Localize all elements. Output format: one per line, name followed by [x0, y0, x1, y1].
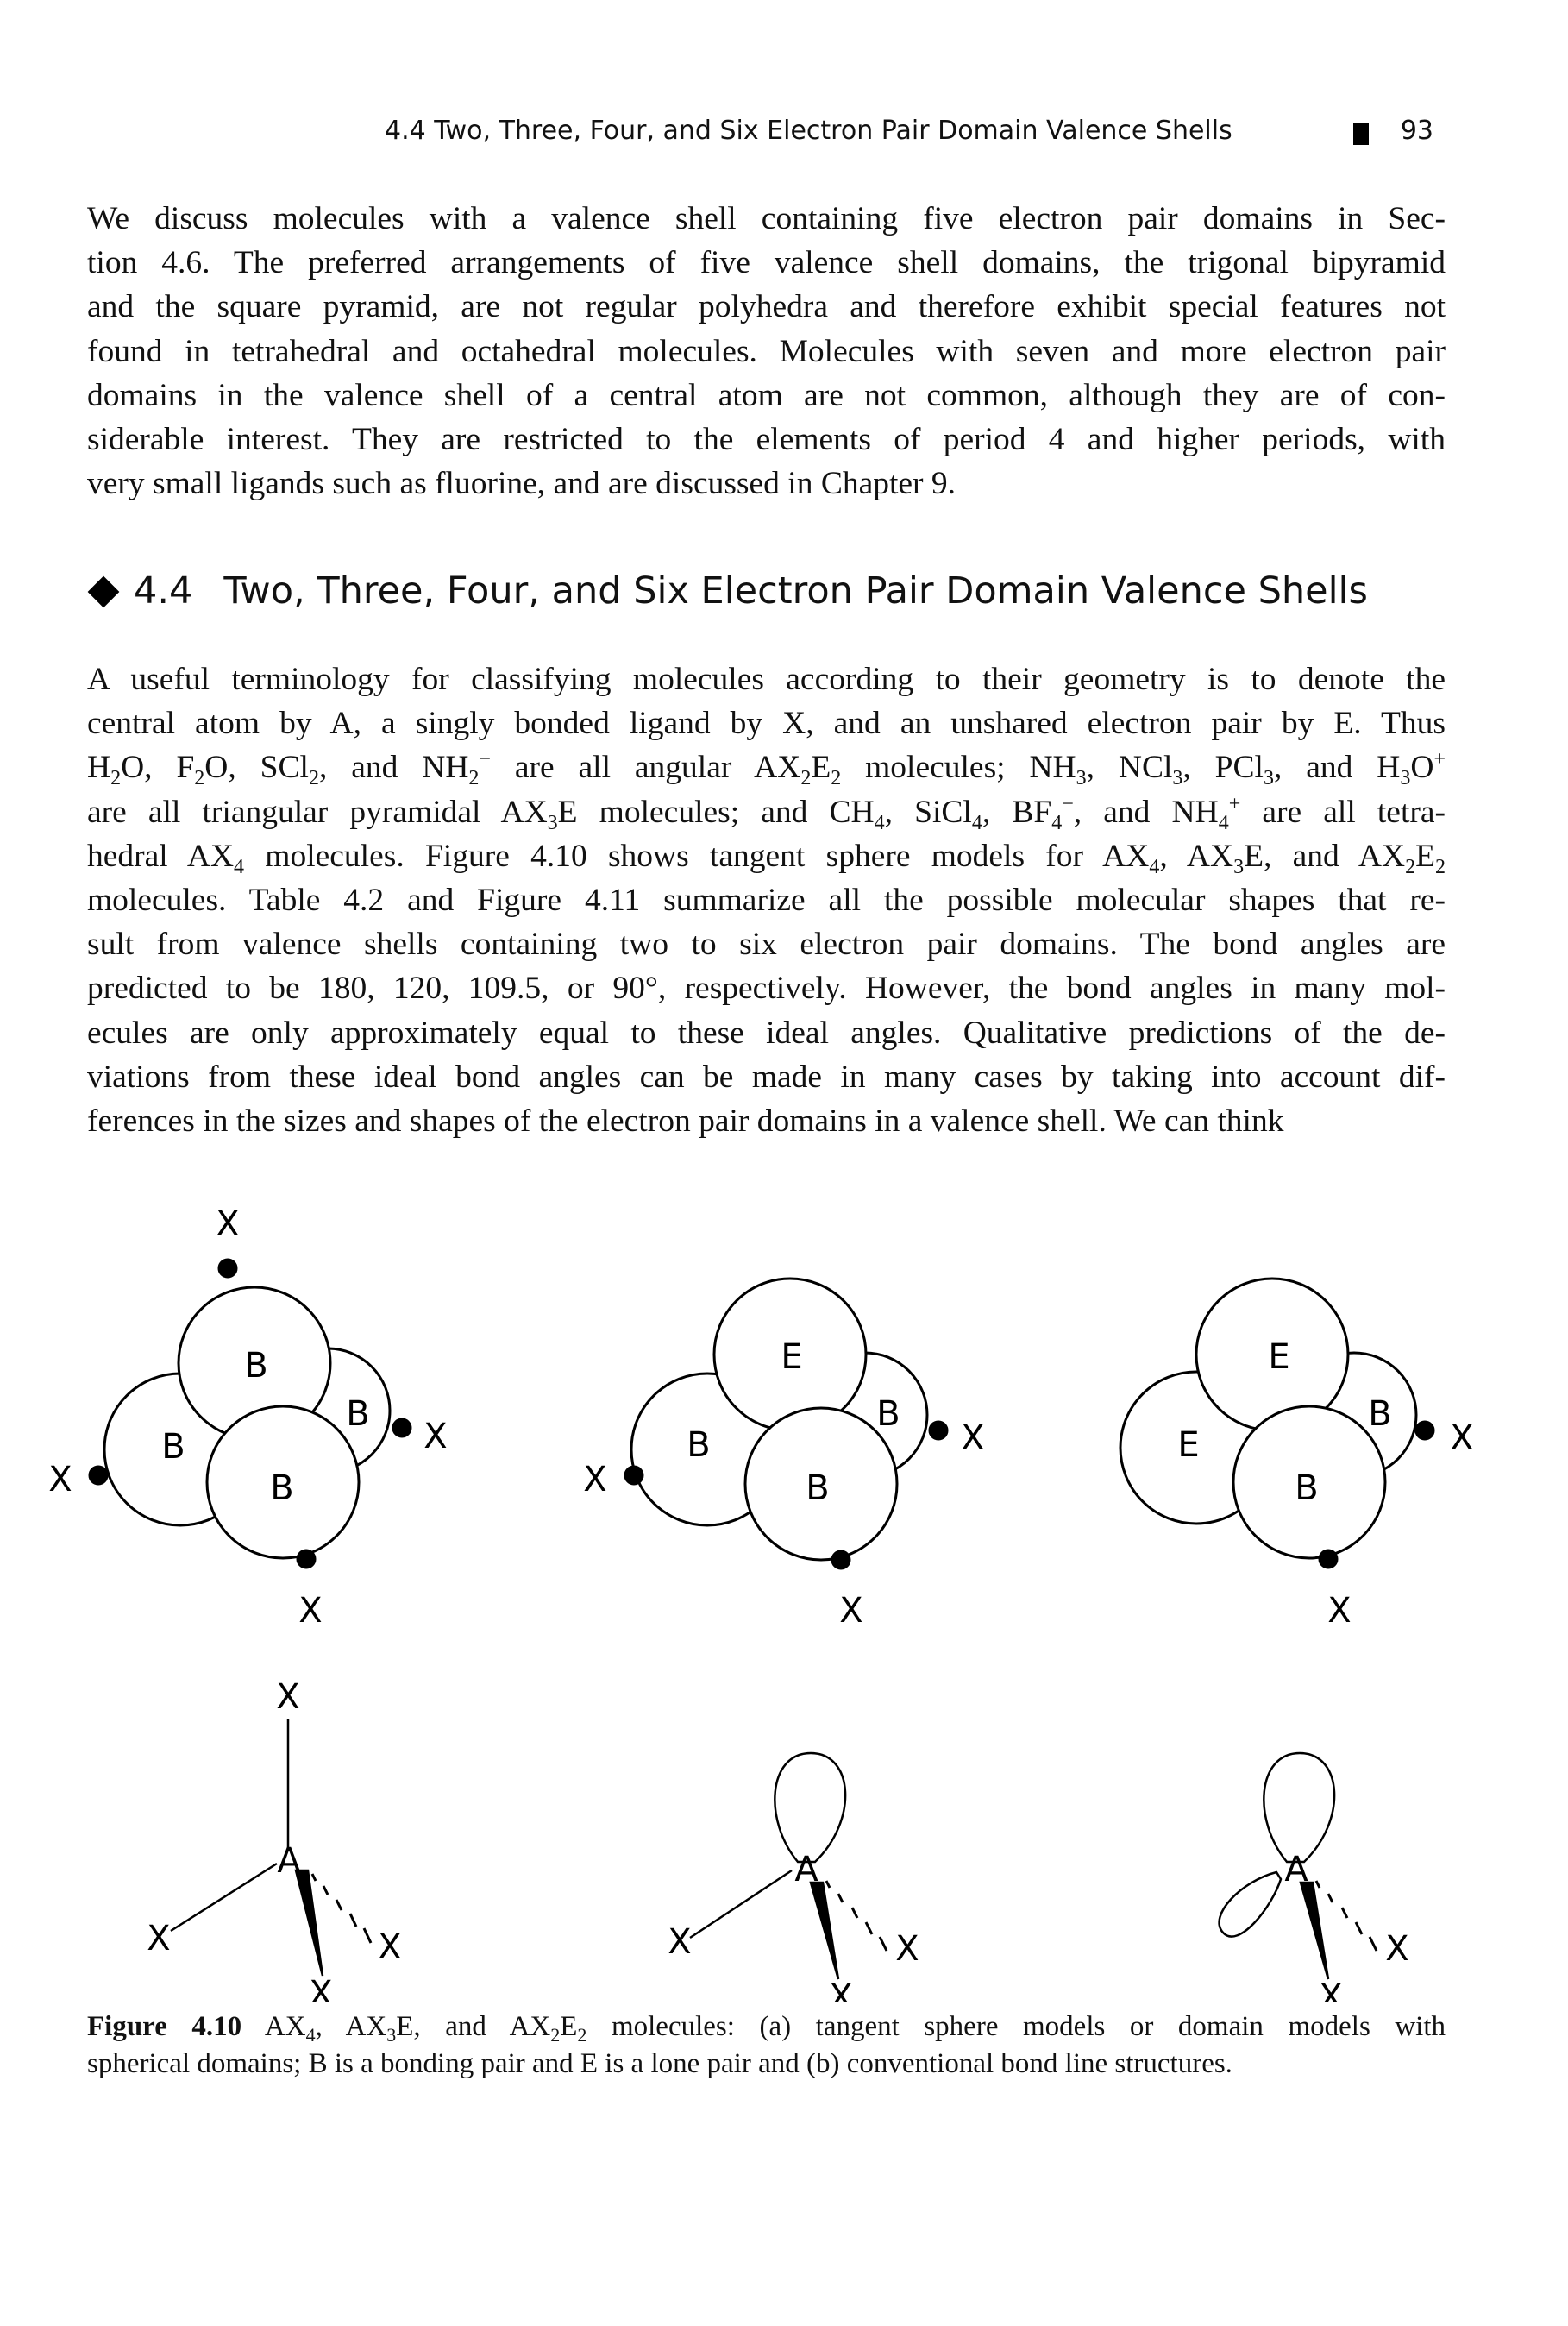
ax4-x-bottom-label: X — [298, 1591, 322, 1631]
section-number: 4.4 — [134, 569, 193, 613]
body-paragraph-line: A useful terminology for classifying mol… — [87, 662, 1446, 697]
ax3e-bond-x-left-label: X — [668, 1922, 691, 1962]
ax4-bond-x-right-label: X — [378, 1927, 401, 1967]
figure-caption: Figure 4.10 AX4, AX3E, and AX2E2 molecul… — [87, 2009, 1446, 2083]
body-paragraph-line: predicted to be 180, 120, 109.5, or 90°,… — [87, 971, 1446, 1007]
caption-line: spherical domains; B is a bonding pair a… — [87, 2048, 1232, 2079]
ax3e-e-top-label: E — [781, 1337, 802, 1377]
body-paragraph-line: H2O, F2O, SCl2, and NH2− are all angular… — [87, 748, 1446, 790]
ax4-x-top-label: X — [216, 1204, 239, 1244]
intro-paragraph-line: We discuss molecules with a valence shel… — [87, 201, 1446, 236]
figure-4-10-drawing: X X X X B B B B X X X E B B B X X E B E … — [48, 1204, 1473, 2017]
body-paragraph: A useful terminology for classifying mol… — [87, 657, 1446, 1143]
ax2e2-x-right-label: X — [1450, 1418, 1473, 1458]
intro-paragraph-line: siderable interest. They are restricted … — [87, 422, 1446, 458]
ax4-bond-x-bottom-label: X — [309, 1974, 332, 2002]
body-paragraph-line: ferences in the sizes and shapes of the … — [87, 1103, 1284, 1140]
body-paragraph-line: viations from these ideal bond angles ca… — [87, 1059, 1446, 1095]
ax2e2-bond-x-right-label: X — [1385, 1929, 1408, 1969]
ax4-b-top-label: B — [244, 1346, 267, 1386]
ax3e-bond-a-label: A — [794, 1850, 818, 1889]
ax2e2-b-front-label: B — [1295, 1468, 1318, 1508]
intro-paragraph-line: domains in the valence shell of a centra… — [87, 377, 1446, 413]
ax3e-x-bottom-label: X — [839, 1591, 862, 1631]
intro-paragraph-line: found in tetrahedral and octahedral mole… — [87, 333, 1446, 369]
body-paragraph-line: sult from valence shells containing two … — [87, 927, 1446, 963]
intro-paragraph: We discuss molecules with a valence shel… — [87, 197, 1446, 506]
body-paragraph-line: are all triangular pyramidal AX3E molecu… — [87, 792, 1446, 834]
ax3e-sphere-model — [624, 1277, 949, 1570]
page-number: 93 — [1400, 116, 1433, 146]
body-paragraph-line: molecules. Table 4.2 and Figure 4.11 sum… — [87, 883, 1446, 919]
figure-4-10: X X X X B B B B X X X E B B B X X E B E … — [0, 1191, 1568, 2017]
ax4-bond-x-left-label: X — [147, 1919, 170, 1958]
ax2e2-e-top-label: E — [1268, 1337, 1289, 1377]
ax4-b-right-label: B — [346, 1394, 369, 1434]
ax3e-x-right-label: X — [961, 1418, 984, 1458]
ax3e-b-front-label: B — [806, 1468, 829, 1508]
ax4-x-right-label: X — [423, 1417, 447, 1456]
diamond-bullet-icon — [87, 575, 120, 607]
ax4-bond-line-structure — [170, 1719, 373, 1977]
intro-paragraph-line: tion 4.6. The preferred arrangements of … — [87, 245, 1446, 281]
ax2e2-bond-x-bottom-label: X — [1319, 1977, 1342, 2002]
intro-paragraph-line: very small ligands such as fluorine, and… — [87, 466, 956, 502]
ax4-sphere-model — [88, 1258, 412, 1569]
ax4-b-front-label: B — [270, 1468, 293, 1508]
running-head: 4.4 Two, Three, Four, and Six Electron P… — [385, 110, 1446, 154]
body-paragraph-line: hedral AX4 molecules. Figure 4.10 shows … — [87, 838, 1446, 878]
ax3e-x-left-label: X — [583, 1460, 606, 1499]
running-head-square-icon — [1353, 123, 1369, 145]
ax3e-b-right-label: B — [876, 1394, 900, 1434]
ax2e2-bond-a-label: A — [1284, 1850, 1308, 1889]
ax2e2-sphere-model — [1119, 1277, 1435, 1569]
body-paragraph-line: central atom by A, a singly bonded ligan… — [87, 706, 1446, 742]
ax4-bond-a-label: A — [277, 1841, 301, 1881]
ax2e2-e-left-label: E — [1177, 1425, 1199, 1465]
ax4-x-left-label: X — [48, 1460, 72, 1499]
ax2e2-bond-line-structure — [1218, 1751, 1378, 1980]
intro-paragraph-line: and the square pyramid, are not regular … — [87, 289, 1446, 325]
ax3e-bond-x-bottom-label: X — [829, 1977, 852, 2002]
body-paragraph-line: ecules are only approximately equal to t… — [87, 1015, 1446, 1051]
caption-line: Figure 4.10 AX4, AX3E, and AX2E2 molecul… — [87, 2011, 1446, 2046]
figure-label: Figure 4.10 — [87, 2011, 242, 2042]
ax2e2-x-bottom-label: X — [1327, 1591, 1351, 1631]
section-title: Two, Three, Four, and Six Electron Pair … — [223, 569, 1368, 613]
ax4-b-left-label: B — [161, 1427, 185, 1467]
ax2e2-b-right-label: B — [1368, 1394, 1391, 1434]
ax3e-b-left-label: B — [687, 1425, 710, 1465]
ax4-bond-x-top-label: X — [276, 1677, 299, 1717]
section-heading: 4.4 Two, Three, Four, and Six Electron Pa… — [87, 569, 1368, 621]
ax3e-bond-line-structure — [689, 1751, 888, 1980]
running-head-title: 4.4 Two, Three, Four, and Six Electron P… — [385, 116, 1232, 146]
ax3e-bond-x-right-label: X — [895, 1929, 919, 1969]
